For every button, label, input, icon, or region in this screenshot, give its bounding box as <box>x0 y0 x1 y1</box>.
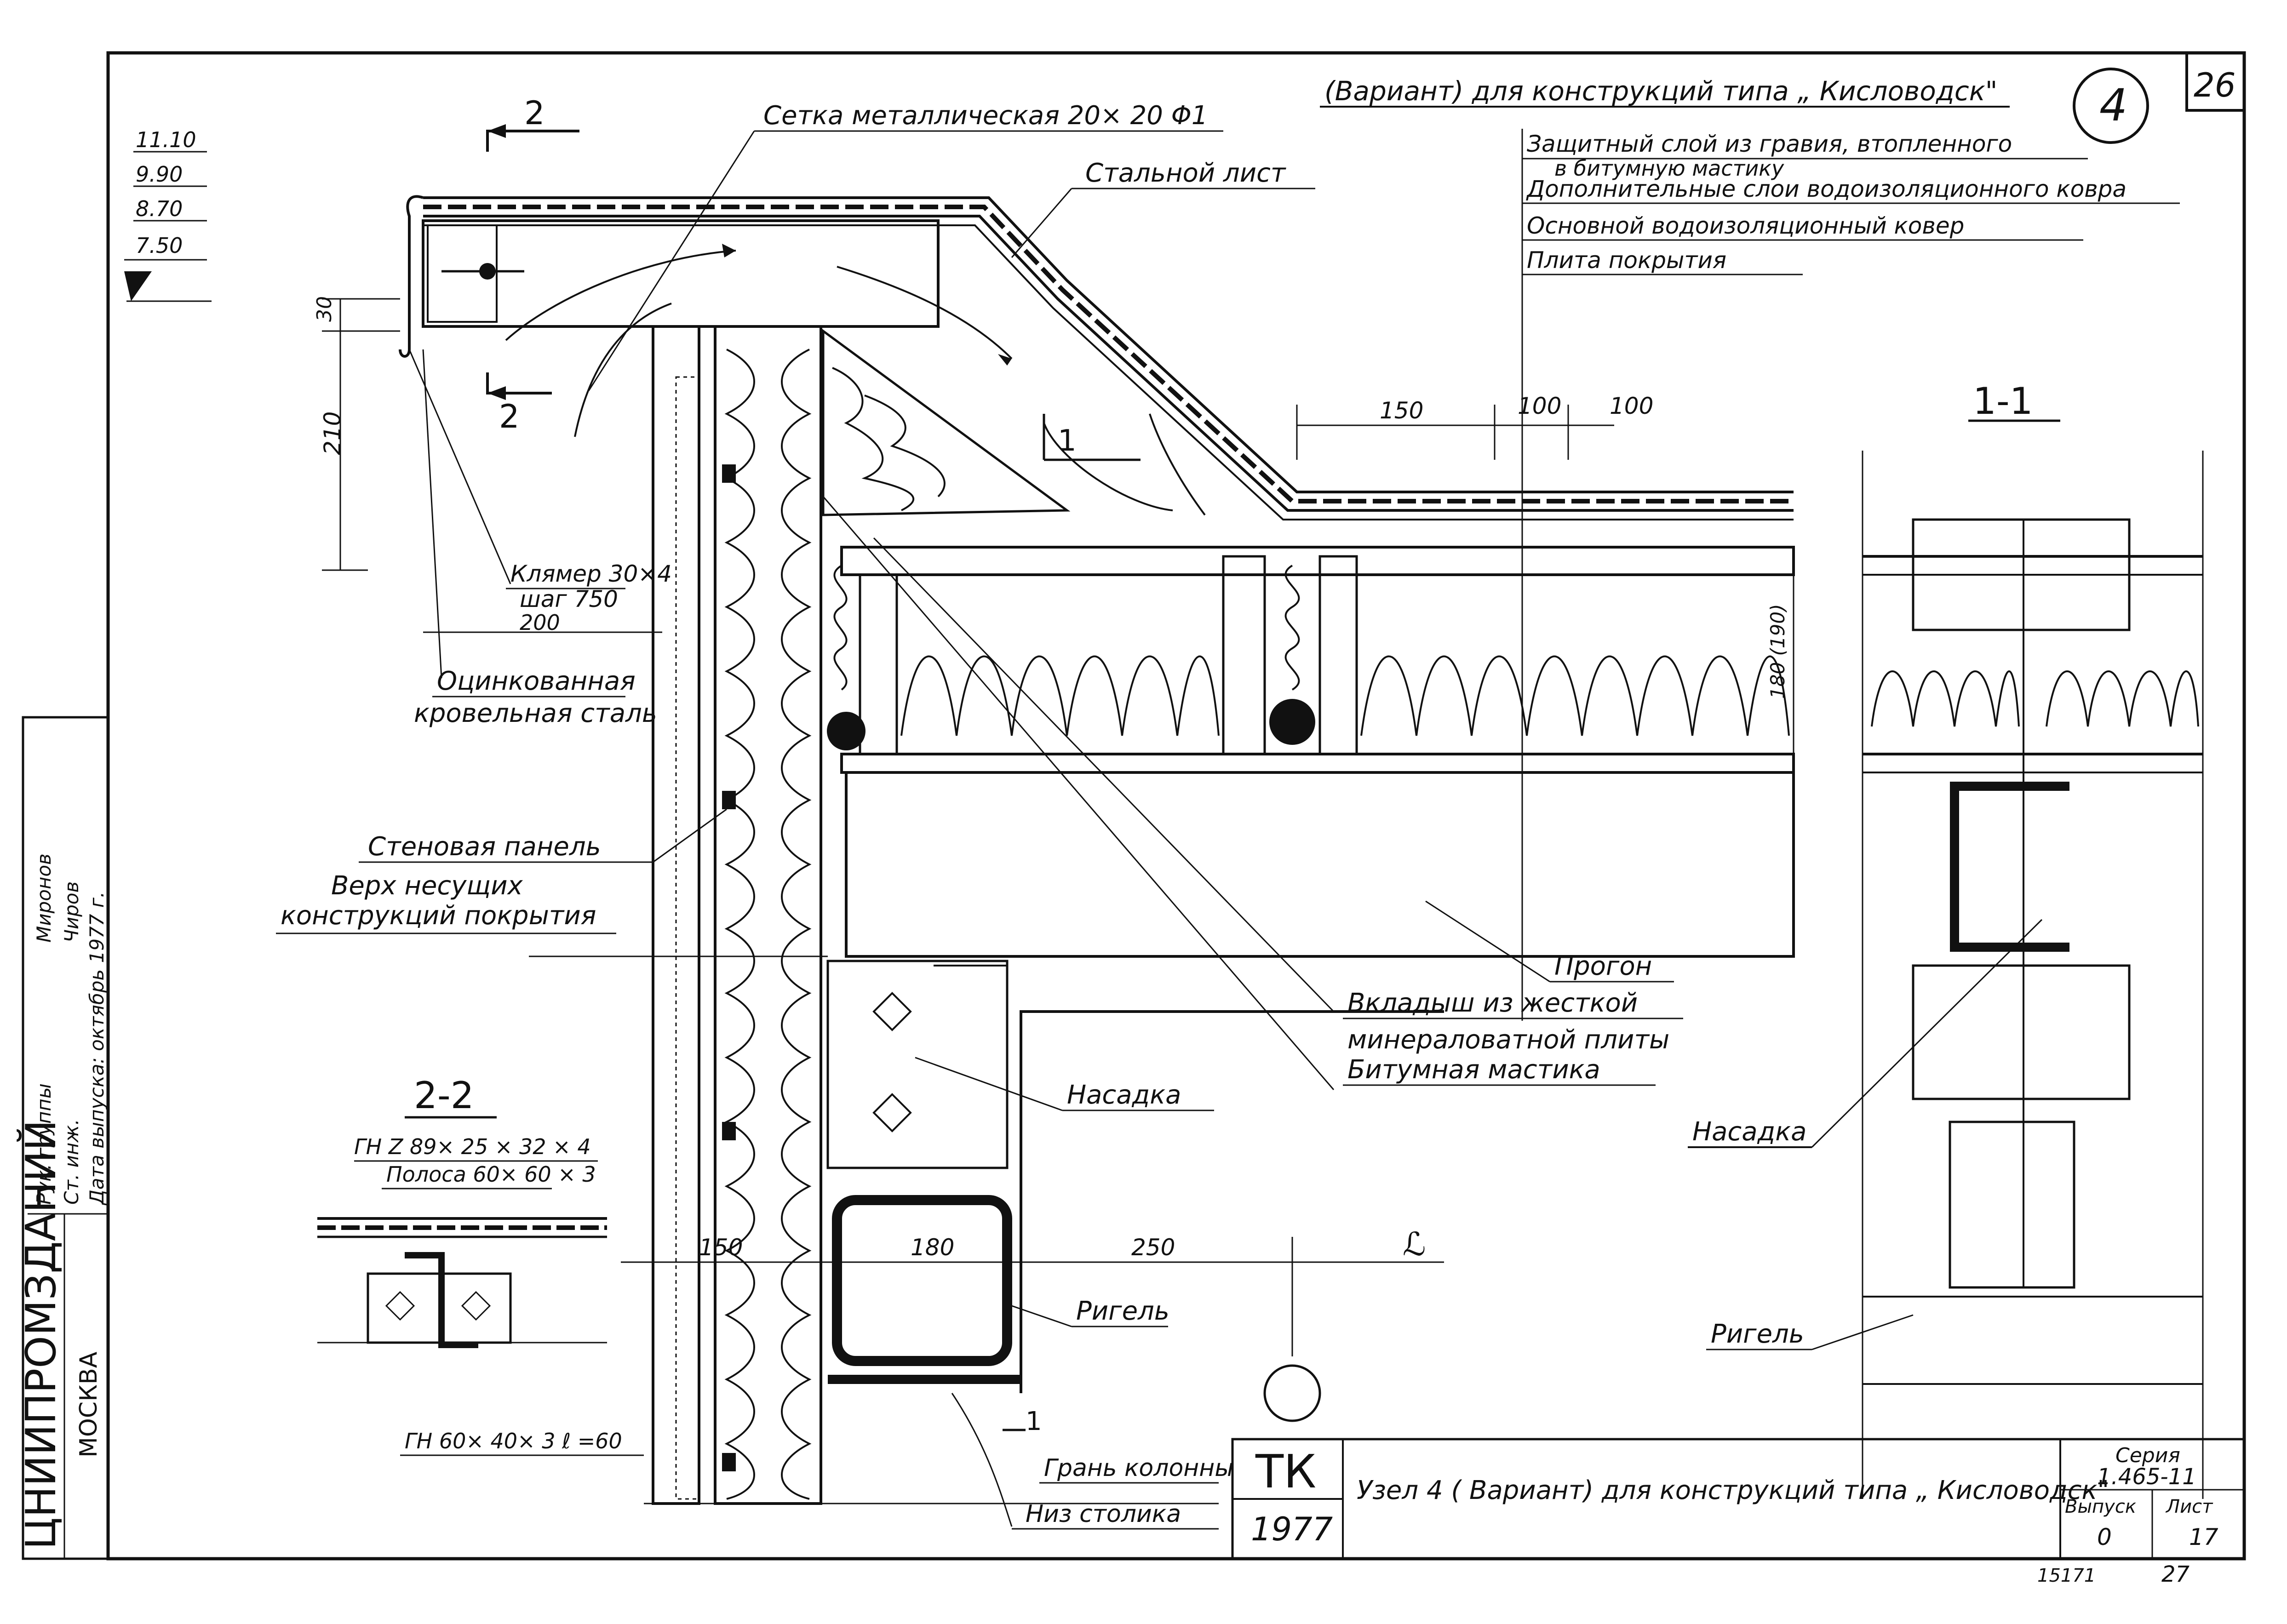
galv-label-1: Оцинкованная <box>437 666 636 696</box>
page-number: 26 <box>2194 66 2236 104</box>
wall-panel-label: Стеновая панель <box>368 832 601 862</box>
title-block: ТК 1977 Узел 4 ( Вариант) для конструкци… <box>1231 1438 2246 1560</box>
col-face-label: Грань колонны <box>1044 1454 1233 1482</box>
roof-parapet <box>399 195 1794 520</box>
cut1-bottom: 1 <box>1026 1407 1042 1436</box>
node-circle <box>2073 68 2149 144</box>
dim-210: 210 <box>319 412 346 455</box>
dim-180: 180 <box>911 1234 954 1261</box>
tb-issue-label: Выпуск <box>2065 1496 2136 1517</box>
dim-180-v: 180 (190) <box>1766 604 1789 699</box>
tb-sheet-label: Лист <box>2165 1496 2213 1517</box>
insert-label-1: Вкладыш из жесткой <box>1347 988 1638 1018</box>
dim-150-top: 150 <box>1380 397 1423 424</box>
level-3: 8.70 <box>136 196 183 221</box>
tb-sheet: 17 <box>2189 1524 2218 1550</box>
footer-page: 27 <box>2161 1561 2190 1587</box>
node-number: 4 <box>2099 80 2127 131</box>
footer-code: 15171 <box>2037 1565 2096 1586</box>
stamp-city: МОСКВА <box>75 1351 103 1458</box>
galv-label-2: кровельная сталь <box>414 698 657 728</box>
layer-2: в битумную мастику <box>1554 156 1784 181</box>
layer-5: Плита покрытия <box>1527 247 1726 274</box>
steel-sheet-label: Стальной лист <box>1085 158 1286 188</box>
wall-panel <box>652 325 822 1505</box>
s22-title: 2-2 <box>414 1074 474 1117</box>
layer-4: Основной водоизоляционный ковер <box>1527 212 1964 239</box>
tb-issue: 0 <box>2097 1524 2112 1550</box>
tb-series-label: Серия <box>2115 1444 2180 1467</box>
section-2-2: 2-2 ГН Z 89× 25 × 32 × 4 Полоса 60× 60 ×… <box>317 1074 644 1456</box>
tb-title: Узел 4 ( Вариант) для конструкций типа „… <box>1357 1475 2109 1505</box>
cap-and-girder: Насадка Ригель <box>826 960 1444 1393</box>
column-labels: 1 Грань колонны Низ столика <box>644 1393 1233 1530</box>
dim-30: 30 <box>313 296 336 322</box>
dim-250: 250 <box>1131 1234 1175 1261</box>
insert-label-2: минераловатной плиты <box>1347 1025 1669 1055</box>
s11-title: 1-1 <box>1973 380 2033 423</box>
dim-200: 200 <box>520 610 560 635</box>
stamp-row2-role: Ст. инж. <box>60 1119 83 1205</box>
section-1-1: 1-1 Насадка Ригель <box>1688 380 2204 1499</box>
layer-1: Защитный слой из гравия, втопленного <box>1527 131 2012 157</box>
top-label-1: Верх несущих <box>331 871 523 901</box>
cut-2-markers: 2 2 <box>486 94 579 435</box>
dims-left: 30 210 <box>313 296 400 571</box>
tb-tk: ТК <box>1255 1445 1316 1498</box>
clamp-label-1: Клямер 30×4 <box>510 560 672 587</box>
dim-100-a: 100 <box>1518 393 1561 419</box>
cut-1-marker: 1 <box>1043 414 1141 461</box>
page-box <box>2185 51 2246 112</box>
dim-150-bottom: 150 <box>699 1234 743 1261</box>
tb-series: 1.465-11 <box>2097 1464 2196 1490</box>
cap-label-2: Насадка <box>1692 1117 1806 1147</box>
header-title: (Вариант) для конструкций типа „ Кислово… <box>1324 75 1997 107</box>
cut1-top: 1 <box>1058 424 1077 458</box>
dim-L: ℒ <box>1403 1225 1426 1263</box>
mid-callouts: Стеновая панель Верх несущих конструкций… <box>276 496 1683 1090</box>
layer-3: Дополнительные слои водоизоляционного ко… <box>1526 176 2127 202</box>
bitumen-label: Битумная мастика <box>1347 1055 1600 1085</box>
clamp-label-2: шаг 750 <box>520 586 618 612</box>
cap-label: Насадка <box>1067 1080 1181 1110</box>
purlin-label: Прогон <box>1554 951 1652 981</box>
mesh-label: Сетка металлическая 20× 20 Φ1 <box>763 101 1208 131</box>
cut2-bot: 2 <box>499 398 520 435</box>
level-4: 7.50 <box>136 233 183 258</box>
level-2: 9.90 <box>136 162 183 187</box>
girder-label: Ригель <box>1076 1296 1169 1326</box>
air-flow-arrows <box>505 244 1206 516</box>
dims-slab: 150 100 100 180 (190) <box>1296 393 1794 754</box>
level-marks: 11.10 9.90 8.70 7.50 <box>124 127 212 302</box>
cut2-top: 2 <box>524 94 545 132</box>
top-label-2: конструкций покрытия <box>281 901 596 931</box>
stamp-row1-name: Миронов <box>33 853 55 943</box>
s22-label-3: ГН 60× 40× 3 ℓ =60 <box>405 1429 622 1453</box>
col-bottom-label: Низ столика <box>1026 1500 1181 1528</box>
stamp-row3: Дата выпуска: октябрь 1977 г. <box>86 892 108 1206</box>
dims-girder: 150 180 250 ℒ <box>621 1225 1444 1422</box>
level-1: 11.10 <box>136 127 196 152</box>
top-callouts: Сетка металлическая 20× 20 Φ1 Стальной л… <box>588 101 1315 391</box>
layer-list: Защитный слой из гравия, втопленного в б… <box>1521 129 2180 1021</box>
left-callouts: Клямер 30×4 шаг 750 200 Оцинкованная кро… <box>408 349 672 728</box>
stamp-org: ЦНИИПРОМЗДАНИЙ <box>16 1120 65 1550</box>
stamp-row1-role: Рук. группы <box>33 1083 55 1205</box>
s22-label-2: Полоса 60× 60 × 3 <box>386 1162 596 1187</box>
tb-year: 1977 <box>1251 1510 1333 1548</box>
s22-label-1: ГН Z 89× 25 × 32 × 4 <box>354 1134 591 1159</box>
dim-100-b: 100 <box>1610 393 1653 419</box>
roof-slab <box>822 329 1795 958</box>
stamp-row2-name: Чиров <box>60 881 83 943</box>
girder-label-2: Ригель <box>1711 1319 1804 1349</box>
side-stamp: ЦНИИПРОМЗДАНИЙ МОСКВА Рук. группы Мироно… <box>16 716 109 1560</box>
